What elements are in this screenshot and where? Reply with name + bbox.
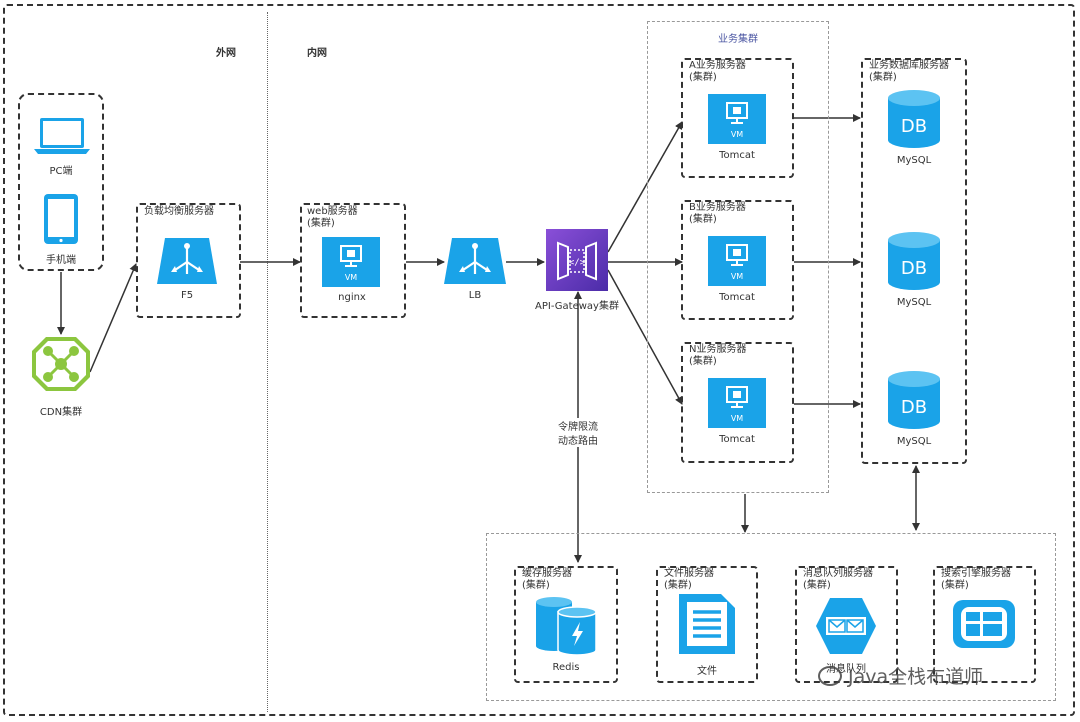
api-gateway-icon: </>: [546, 229, 608, 291]
f5-icon: [157, 238, 217, 284]
cache-server-subtitle: (集群): [522, 580, 550, 591]
tablet-icon: [44, 194, 78, 244]
cdn-icon: [32, 337, 90, 391]
vm-tile: VM: [708, 236, 766, 286]
zone-divider: [267, 12, 268, 712]
f5-caption: F5: [180, 290, 194, 301]
mobile-label: 手机端: [46, 255, 76, 266]
file-icon: [679, 594, 735, 654]
business-server-b: [681, 200, 794, 320]
lb-server-box: [136, 203, 241, 318]
watermark-text: Java全栈布道师: [848, 666, 984, 688]
wechat-icon: [818, 665, 842, 686]
svg-text:</>: </>: [569, 258, 586, 268]
tomcat-caption-n: Tomcat: [719, 434, 755, 445]
file-server-title: 文件服务器: [664, 568, 714, 579]
mq-server-title: 消息队列服务器: [803, 568, 873, 579]
business-cluster-group: [647, 21, 829, 493]
laptop-icon: [34, 118, 90, 154]
vm-tile-label: VM: [345, 273, 357, 282]
clients-group: [18, 93, 104, 271]
business-server-n: [681, 342, 794, 463]
database-icon: DB: [888, 90, 940, 148]
cache-server-box: [514, 566, 618, 683]
zone-internal-label: 内网: [307, 48, 327, 59]
database-icon: DB: [888, 232, 940, 290]
services-group: [486, 533, 1056, 701]
vm-tile-label: VM: [731, 272, 743, 281]
search-server-subtitle: (集群): [941, 580, 969, 591]
gateway-caption: API-Gateway集群: [535, 301, 619, 312]
web-server-subtitle: (集群): [307, 218, 335, 229]
search-engine-icon: [953, 600, 1015, 648]
monitor-icon: VM: [726, 102, 748, 139]
lb-caption: LB: [468, 290, 482, 301]
file-caption: 文件: [697, 666, 717, 677]
vm-tile-label: VM: [731, 414, 743, 423]
db-label: DB: [901, 397, 927, 418]
vm-tile: VM: [708, 378, 766, 428]
mysql-caption-2: MySQL: [896, 297, 932, 308]
cdn-label: CDN集群: [39, 407, 83, 418]
web-server-box: [300, 203, 406, 318]
monitor-icon: VM: [726, 386, 748, 423]
mysql-caption-1: MySQL: [896, 155, 932, 166]
business-server-b-title: B业务服务器: [689, 202, 746, 213]
db-cluster-box: [861, 58, 967, 464]
business-server-n-title: N业务服务器: [689, 344, 747, 355]
watermark: Java全栈布道师: [818, 662, 983, 689]
business-server-b-subtitle: (集群): [689, 214, 717, 225]
lb-icon: [444, 238, 506, 284]
search-server-title: 搜索引擎服务器: [941, 568, 1011, 579]
business-server-n-subtitle: (集群): [689, 356, 717, 367]
monitor-icon: VM: [340, 245, 362, 282]
lb-server-title: 负载均衡服务器: [144, 206, 214, 217]
mysql-caption-3: MySQL: [896, 436, 932, 447]
business-cluster-title: 业务集群: [718, 34, 758, 45]
tomcat-caption-b: Tomcat: [719, 292, 755, 303]
business-server-a: [681, 58, 794, 178]
vm-tile: VM: [708, 94, 766, 144]
vm-tile: VM: [322, 237, 380, 287]
zone-external-label: 外网: [216, 48, 236, 59]
mq-caption: 消息队列: [826, 664, 866, 675]
redis-icon: [536, 597, 597, 656]
monitor-icon: VM: [726, 244, 748, 281]
file-server-subtitle: (集群): [664, 580, 692, 591]
db-cluster-title: 业务数据库服务器: [869, 60, 949, 71]
search-server-box: [933, 566, 1036, 683]
db-label: DB: [901, 116, 927, 137]
file-server-box: [656, 566, 758, 683]
business-server-a-subtitle: (集群): [689, 72, 717, 83]
mq-server-subtitle: (集群): [803, 580, 831, 591]
gateway-link-line1: 令牌限流: [556, 418, 600, 433]
pc-label: PC端: [49, 166, 73, 177]
vm-tile-label: VM: [731, 130, 743, 139]
nginx-caption: nginx: [338, 292, 366, 303]
redis-caption: Redis: [552, 662, 580, 673]
tomcat-caption-a: Tomcat: [719, 150, 755, 161]
db-cluster-subtitle: (集群): [869, 72, 897, 83]
web-server-title: web服务器: [307, 206, 358, 217]
business-server-a-title: A业务服务器: [689, 60, 746, 71]
gateway-link-line2: 动态路由: [556, 432, 600, 447]
cache-server-title: 缓存服务器: [522, 568, 572, 579]
message-queue-icon: [816, 598, 876, 654]
mq-server-box: [795, 566, 898, 683]
db-label: DB: [901, 258, 927, 279]
outer-frame: [3, 4, 1075, 716]
database-icon: DB: [888, 371, 940, 429]
